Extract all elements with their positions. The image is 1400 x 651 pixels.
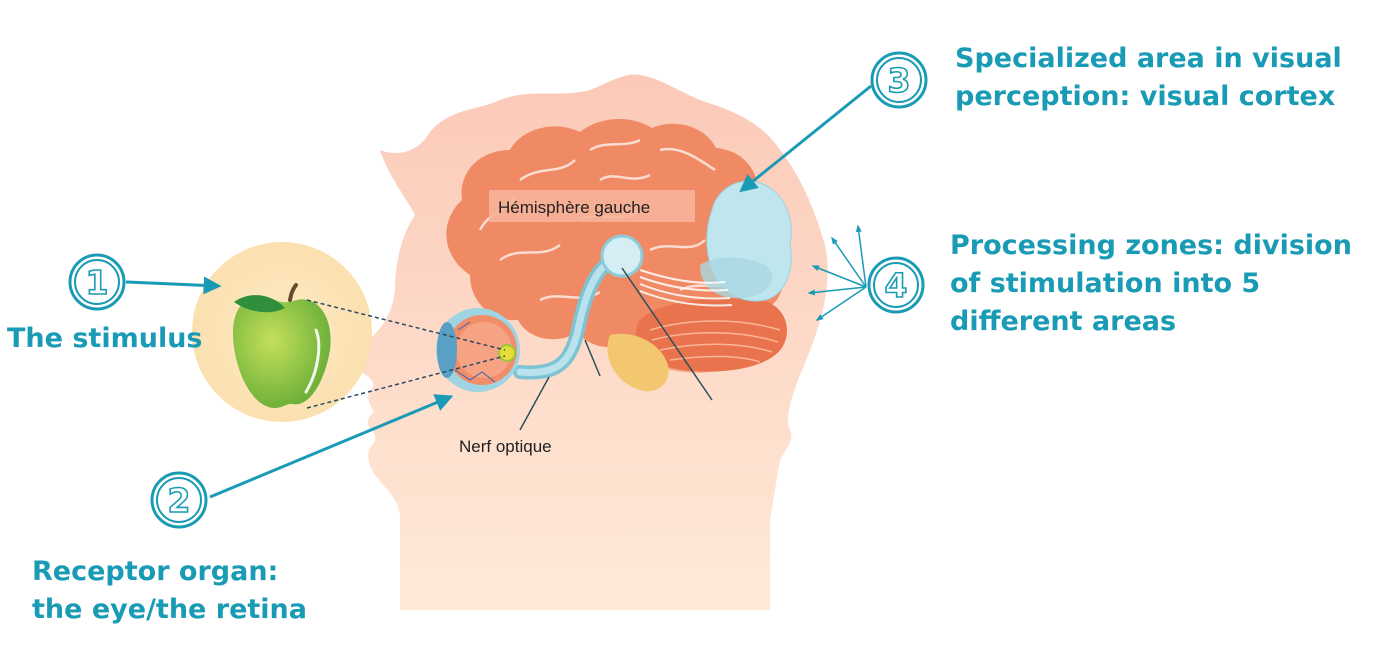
- brain: [446, 119, 792, 392]
- step-3-badge: 3: [870, 51, 928, 109]
- stem-pointer: [584, 339, 601, 377]
- svg-text:4: 4: [885, 266, 908, 305]
- optic-nerve-label: Nerf optique: [459, 437, 552, 456]
- step-2-arrow: [209, 394, 454, 499]
- step-2-caption: Receptor organ: the eye/the retina: [32, 553, 307, 629]
- step-4-caption-line-1: Processing zones: division: [950, 230, 1352, 261]
- step-4-caption: Processing zones: division of stimulatio…: [950, 227, 1352, 341]
- step-1-badge: 1: [68, 253, 126, 311]
- svg-text:3: 3: [888, 61, 911, 100]
- step-2-caption-line-1: Receptor organ:: [32, 556, 279, 587]
- step-1-arrow: [125, 276, 222, 295]
- step-4-caption-line-2: of stimulation into 5: [950, 268, 1261, 299]
- step-1-caption: The stimulus: [7, 320, 203, 358]
- hemisphere-label-box: [489, 190, 695, 222]
- step-4-caption-line-3: different areas: [950, 306, 1177, 337]
- svg-text:2: 2: [168, 481, 191, 520]
- apple-stimulus: [192, 242, 372, 422]
- svg-text:1: 1: [86, 263, 109, 302]
- brainstem: [607, 333, 669, 392]
- cerebellum: [636, 298, 787, 372]
- optic-nerve-pointer: [519, 376, 550, 431]
- step-3-caption: Specialized area in visual perception: v…: [955, 40, 1342, 116]
- cortex-pointer: [621, 267, 713, 401]
- step-2-caption-line-2: the eye/the retina: [32, 594, 307, 625]
- step-4-badge: 4: [867, 256, 925, 314]
- light-ray-lower: [306, 355, 506, 409]
- light-ray-upper: [306, 299, 506, 351]
- thalamus-node: [600, 234, 644, 278]
- step-3-caption-line-1: Specialized area in visual: [955, 43, 1342, 74]
- step-3-arrow: [739, 84, 872, 193]
- step-1-caption-line: The stimulus: [7, 323, 203, 354]
- eye: [436, 308, 520, 392]
- hemisphere-label: Hémisphère gauche: [498, 198, 650, 217]
- step-3-caption-line-2: perception: visual cortex: [955, 81, 1336, 112]
- step-4-arrows: [807, 224, 867, 321]
- step-2-badge: 2: [150, 471, 208, 529]
